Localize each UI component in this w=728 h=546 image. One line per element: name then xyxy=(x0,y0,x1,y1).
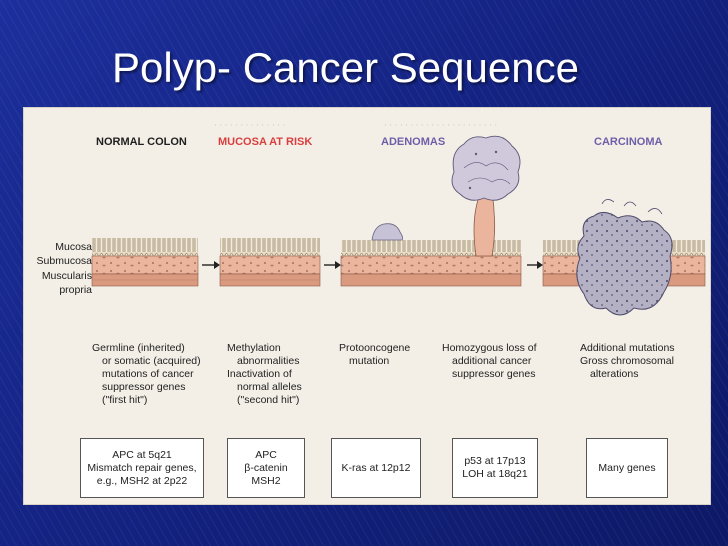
tissue-illustration xyxy=(91,135,706,316)
gene-line: APC xyxy=(255,448,277,461)
stage-label-normal-colon: NORMAL COLON xyxy=(96,136,187,148)
stage-label-mucosa-at-risk: MUCOSA AT RISK xyxy=(218,136,313,148)
description-at-risk: Methylation abnormalities Inactivation o… xyxy=(227,342,302,407)
gene-line: β-catenin xyxy=(244,461,288,474)
description-adenoma-late: Homozygous loss of additional cancer sup… xyxy=(442,342,537,381)
description-line: Germline (inherited) xyxy=(92,342,185,354)
layer-label-muscularis: Muscularis xyxy=(41,270,92,282)
gene-box-carcinoma: Many genes xyxy=(586,438,668,498)
gene-line: LOH at 18q21 xyxy=(462,468,528,480)
description-line: Gross chromosomal xyxy=(580,355,674,367)
description-line: Homozygous loss of xyxy=(442,342,537,354)
gene-line: K-ras at 12p12 xyxy=(341,461,411,474)
description-line: or somatic (acquired) xyxy=(102,355,201,367)
tissue-segment-carcinoma xyxy=(542,199,706,316)
description-line: additional cancer xyxy=(452,355,532,367)
layer-label-submucosa: Submucosa xyxy=(36,255,92,267)
gene-box-adenoma-early: K-ras at 12p12 xyxy=(331,438,421,498)
tissue-segment-normal xyxy=(91,238,199,287)
bleed-through-text: · · · · · · · · · · · · · · · · · · · · … xyxy=(384,120,498,130)
description-carcinoma: Additional mutations Gross chromosomal a… xyxy=(580,342,675,381)
description-line: abnormalities xyxy=(237,355,300,367)
description-line: suppressor genes xyxy=(102,381,186,393)
bleed-through-text: · · · · · · · · · · · · · · xyxy=(214,120,286,130)
description-normal: Germline (inherited) or somatic (acquire… xyxy=(92,342,201,407)
gene-line: APC at 5q21 xyxy=(112,448,172,461)
description-line: alterations xyxy=(590,368,639,380)
gene-line: Many genes xyxy=(598,461,656,474)
gene-line: p53 at 17p13 xyxy=(464,455,526,467)
description-line: Methylation xyxy=(227,342,281,354)
tissue-segment-at-risk xyxy=(219,238,321,287)
tissue-segment-adenoma xyxy=(340,135,522,287)
description-line: Inactivation of xyxy=(227,368,292,380)
description-line: ("second hit") xyxy=(237,394,300,406)
description-line: suppressor genes xyxy=(452,368,536,380)
gene-box-normal: APC at 5q21 Mismatch repair genes, e.g.,… xyxy=(80,438,204,498)
figure-panel: · · · · · · · · · · · · · · · · · · · · … xyxy=(24,108,710,504)
description-line: normal alleles xyxy=(237,381,302,393)
gene-line: e.g., MSH2 at 2p22 xyxy=(96,474,188,487)
layer-label-propria: propria xyxy=(59,284,92,296)
stage-label-adenomas: ADENOMAS xyxy=(381,136,446,148)
stage-label-carcinoma: CARCINOMA xyxy=(594,136,663,148)
gene-box-at-risk: APC β-catenin MSH2 xyxy=(227,438,305,498)
slide-title: Polyp- Cancer Sequence xyxy=(112,44,579,91)
description-line: mutation xyxy=(349,355,390,367)
layer-label-mucosa: Mucosa xyxy=(55,241,92,253)
description-line: Additional mutations xyxy=(580,342,675,354)
description-line: ("first hit") xyxy=(102,394,148,406)
gene-line: Mismatch repair genes, xyxy=(87,461,197,474)
description-line: Protooncogene xyxy=(339,342,411,354)
description-adenoma-early: Protooncogene mutation xyxy=(339,342,410,368)
description-line: mutations of cancer xyxy=(102,368,194,380)
gene-box-adenoma-late: p53 at 17p13 LOH at 18q21 xyxy=(452,438,538,498)
gene-line: MSH2 xyxy=(251,474,281,487)
